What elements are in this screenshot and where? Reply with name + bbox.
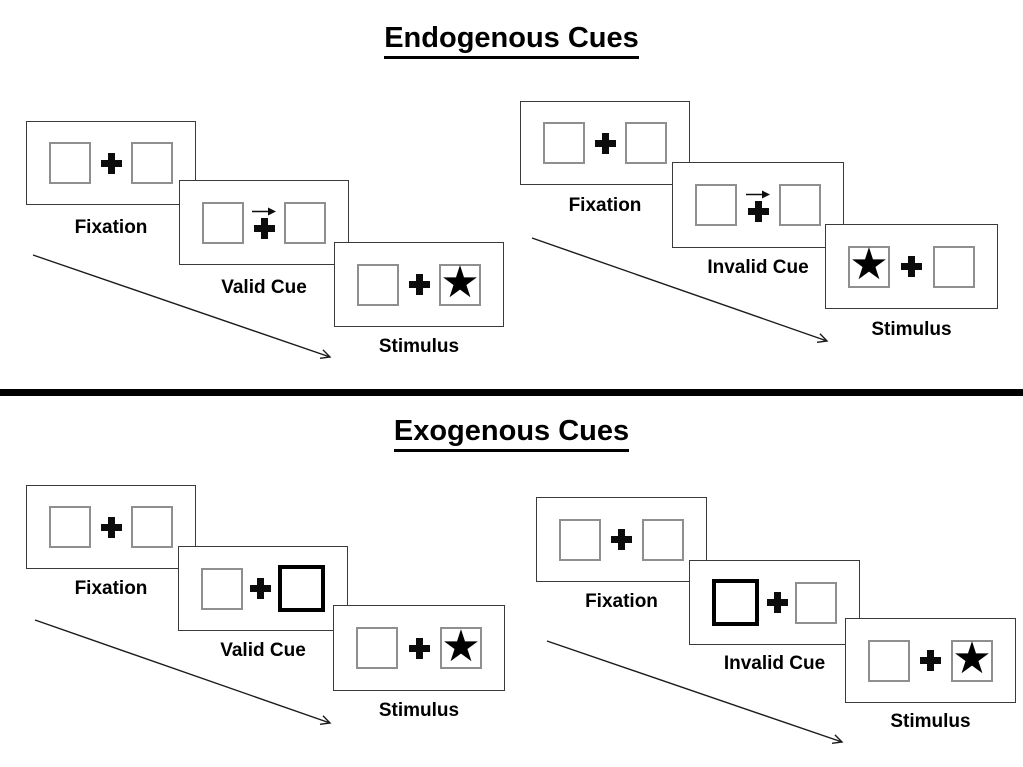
right-box-with-star: ★ [951, 633, 993, 684]
right-box [795, 581, 837, 624]
fixation-cross-icon [747, 200, 769, 222]
star-stimulus-icon: ★ [440, 257, 480, 308]
exo-invalid-cue-panel [689, 560, 860, 645]
fixation-cross-icon [920, 650, 941, 671]
panel-label: Stimulus [378, 336, 460, 357]
right-box-with-star: ★ [439, 257, 481, 308]
fixation-cross-icon [901, 256, 922, 277]
exo-valid-cue-panel [178, 546, 348, 631]
right-box-highlighted-cue [278, 565, 325, 612]
left-box [49, 142, 91, 184]
right-arrow-icon [746, 190, 770, 198]
panel-label: Stimulus [871, 319, 952, 340]
fixation-cross-icon [100, 152, 122, 174]
left-box [695, 184, 737, 226]
timeline-arrow-endogenous-valid [32, 254, 332, 360]
right-box [779, 184, 821, 226]
exo-valid-fixation-panel [26, 485, 196, 569]
exo-invalid-stimulus-panel: ★ [845, 618, 1016, 703]
fixation-cross-icon [250, 578, 271, 599]
timeline-arrow-exogenous-valid [34, 619, 332, 725]
fixation-cross-icon [766, 592, 788, 613]
right-box [625, 122, 667, 164]
right-box [933, 245, 975, 288]
fixation-cross-icon [408, 637, 430, 659]
panel-label: Fixation [74, 217, 148, 238]
endo-valid-stimulus-panel: ★ [334, 242, 504, 327]
fixation-cross-icon [408, 274, 430, 295]
right-arrow-icon [252, 207, 276, 216]
left-box [49, 506, 91, 548]
exogenous-title-text: Exogenous Cues [393, 415, 630, 452]
right-box [131, 142, 173, 184]
exo-valid-stimulus-panel: ★ [333, 605, 505, 691]
fixation-cross-icon [594, 132, 616, 154]
left-box [201, 567, 243, 610]
left-box [202, 201, 244, 244]
right-box [284, 201, 326, 244]
panel-label: Fixation [585, 591, 658, 612]
endo-invalid-fixation-panel [520, 101, 690, 185]
exo-invalid-fixation-panel [536, 497, 707, 582]
fixation-cross-icon [253, 218, 275, 239]
endo-invalid-stimulus-panel: ★ [825, 224, 998, 309]
central-cue [745, 189, 771, 222]
left-box [357, 263, 399, 306]
right-box [642, 518, 684, 561]
left-box [559, 518, 601, 561]
panel-label: Valid Cue [221, 277, 307, 298]
left-box [356, 627, 398, 669]
left-box-with-star: ★ [848, 239, 890, 290]
star-stimulus-icon: ★ [952, 633, 992, 684]
panel-label: Invalid Cue [707, 257, 809, 278]
fixation-cross-icon [611, 529, 632, 550]
right-box-with-star: ★ [440, 620, 482, 672]
endo-valid-cue-panel [179, 180, 349, 265]
panel-label: Fixation [568, 195, 642, 216]
central-cue [251, 206, 277, 239]
left-box [543, 122, 585, 164]
panel-label: Stimulus [890, 711, 971, 732]
endo-valid-fixation-panel [26, 121, 196, 205]
star-stimulus-icon: ★ [441, 620, 481, 672]
fixation-cross-icon [100, 516, 122, 538]
panel-label: Fixation [74, 578, 148, 599]
panel-label: Valid Cue [220, 640, 306, 661]
exogenous-section-title: Exogenous Cues [0, 415, 1023, 452]
star-stimulus-icon: ★ [849, 239, 889, 290]
endo-invalid-cue-panel [672, 162, 844, 248]
left-box [868, 639, 910, 682]
endogenous-section-title: Endogenous Cues [0, 22, 1023, 59]
endogenous-title-text: Endogenous Cues [384, 22, 639, 59]
timeline-arrow-endogenous-invalid [531, 237, 829, 343]
panel-label: Invalid Cue [723, 653, 826, 674]
right-box [131, 506, 173, 548]
section-divider [0, 389, 1023, 396]
panel-label: Stimulus [378, 700, 460, 721]
left-box-highlighted-cue [712, 579, 759, 626]
